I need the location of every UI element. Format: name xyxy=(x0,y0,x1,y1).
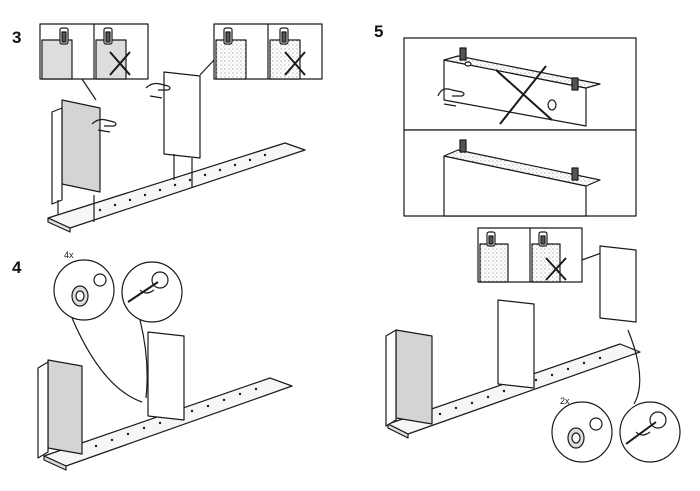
cross-mark-icon xyxy=(545,257,567,281)
screwdriver-icon xyxy=(619,401,681,463)
step-3-illustration xyxy=(39,23,323,233)
cross-mark-icon xyxy=(109,51,131,76)
dowel-icon xyxy=(551,401,613,463)
hole-row xyxy=(438,356,602,416)
step-3-number: 3 xyxy=(12,28,22,47)
hand-pointer-icon xyxy=(91,118,117,133)
step-5-illustration: 2x xyxy=(385,37,681,463)
step-3-detail-right xyxy=(199,23,323,80)
step-3-detail-left xyxy=(39,23,149,101)
cross-mark-icon xyxy=(495,65,553,125)
step-4-illustration: 4x xyxy=(37,250,293,471)
step-5-number: 5 xyxy=(374,22,384,41)
step-4-count: 4x xyxy=(64,250,74,260)
hand-pointer-icon xyxy=(145,82,171,99)
step-5-detail-correct xyxy=(403,129,637,217)
cam-lock-icon xyxy=(53,259,115,321)
cross-mark-icon xyxy=(284,51,306,76)
step-5-detail-wrong xyxy=(403,37,637,131)
hole-row xyxy=(98,153,267,212)
step-5-count: 2x xyxy=(560,396,570,406)
step-5-detail-small xyxy=(477,227,605,283)
hand-pointer-icon xyxy=(437,88,465,107)
step-4-number: 4 xyxy=(12,258,22,277)
screwdriver-icon xyxy=(121,261,183,323)
